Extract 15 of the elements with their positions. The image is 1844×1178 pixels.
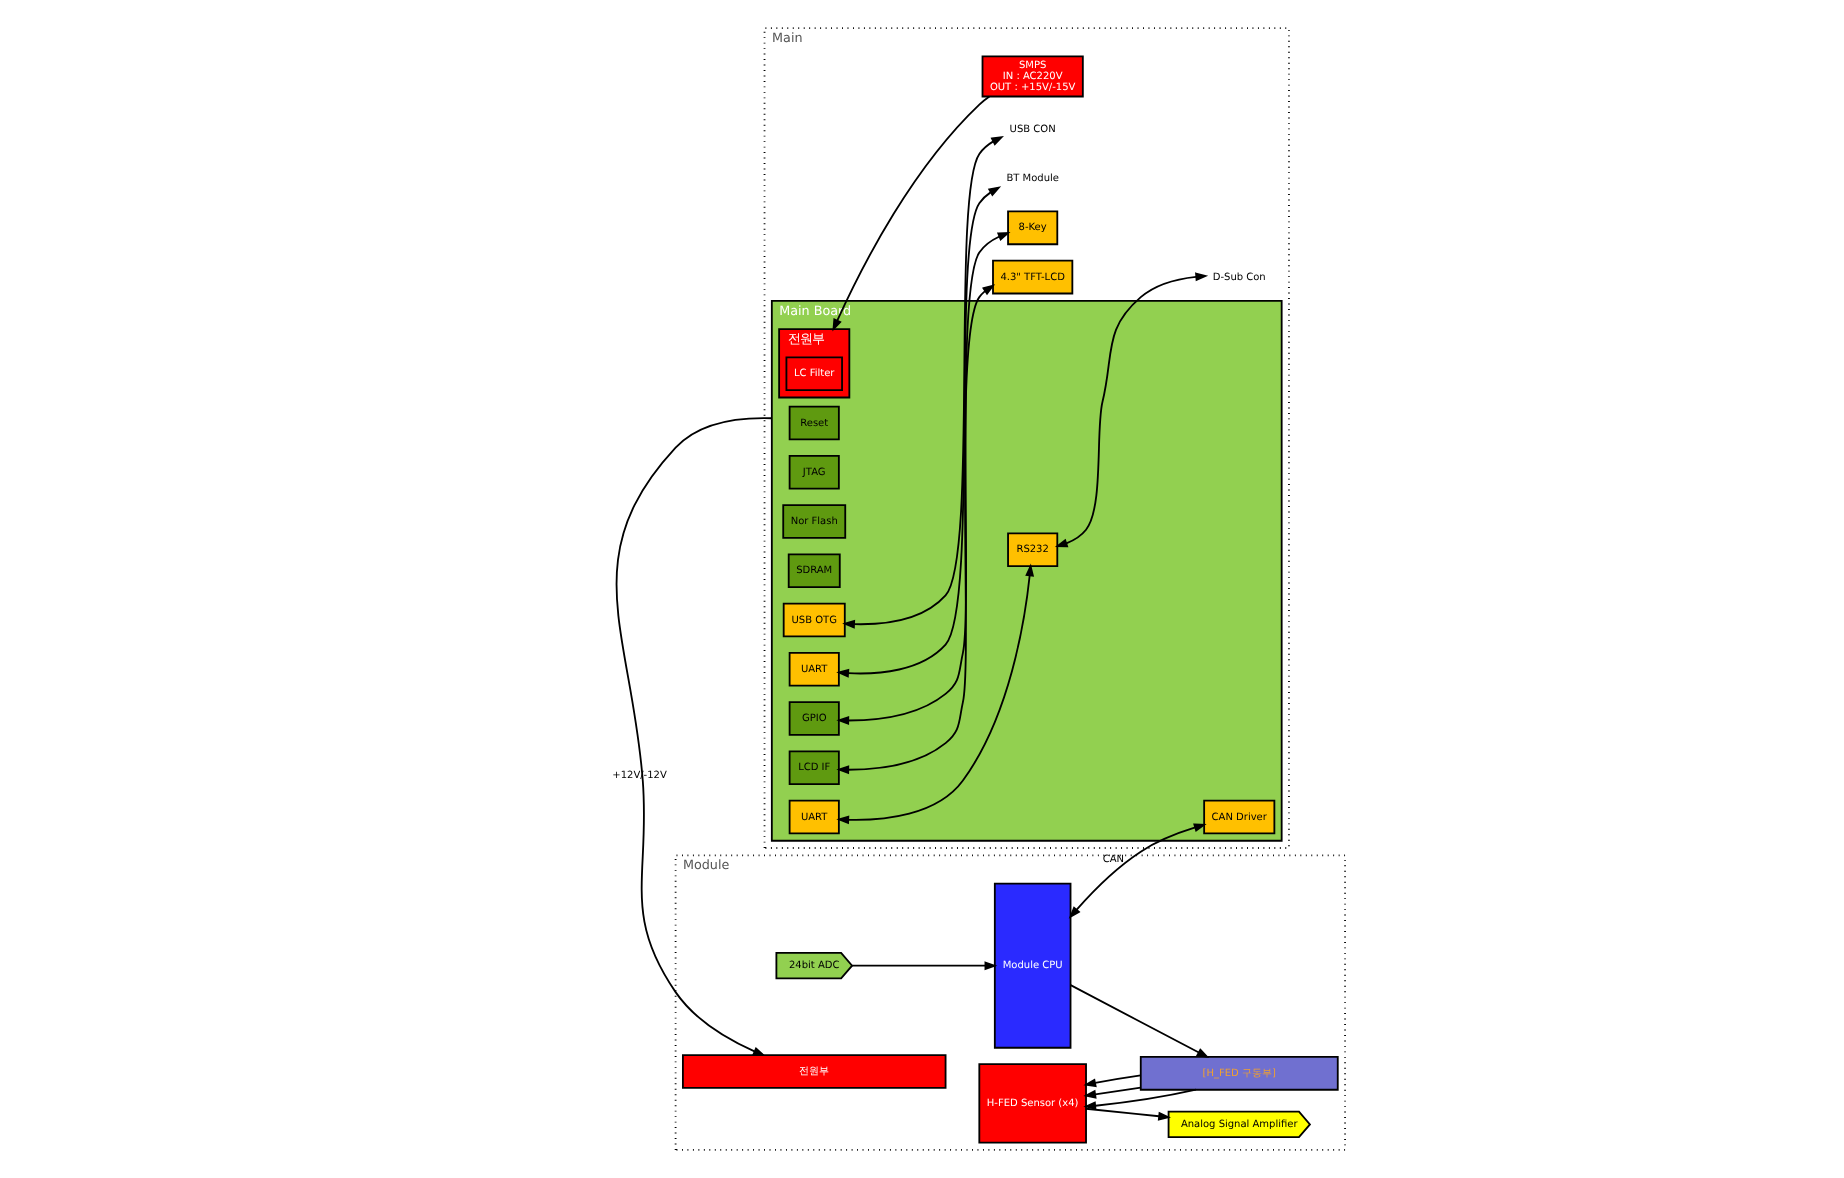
arrow xyxy=(835,232,1010,725)
arrow xyxy=(1068,984,1209,1059)
arrow xyxy=(1082,1074,1141,1088)
arrow xyxy=(1082,1088,1196,1111)
arrow xyxy=(841,135,1003,629)
arrow xyxy=(835,284,995,775)
arrow xyxy=(1067,823,1206,919)
arrow xyxy=(835,563,1034,825)
arrow xyxy=(831,95,990,332)
arrow xyxy=(1084,1107,1170,1121)
arrow xyxy=(614,417,772,1057)
arrow xyxy=(1082,1086,1141,1099)
arrow xyxy=(850,961,997,971)
arrow xyxy=(835,186,1001,678)
arrow xyxy=(1053,272,1208,548)
